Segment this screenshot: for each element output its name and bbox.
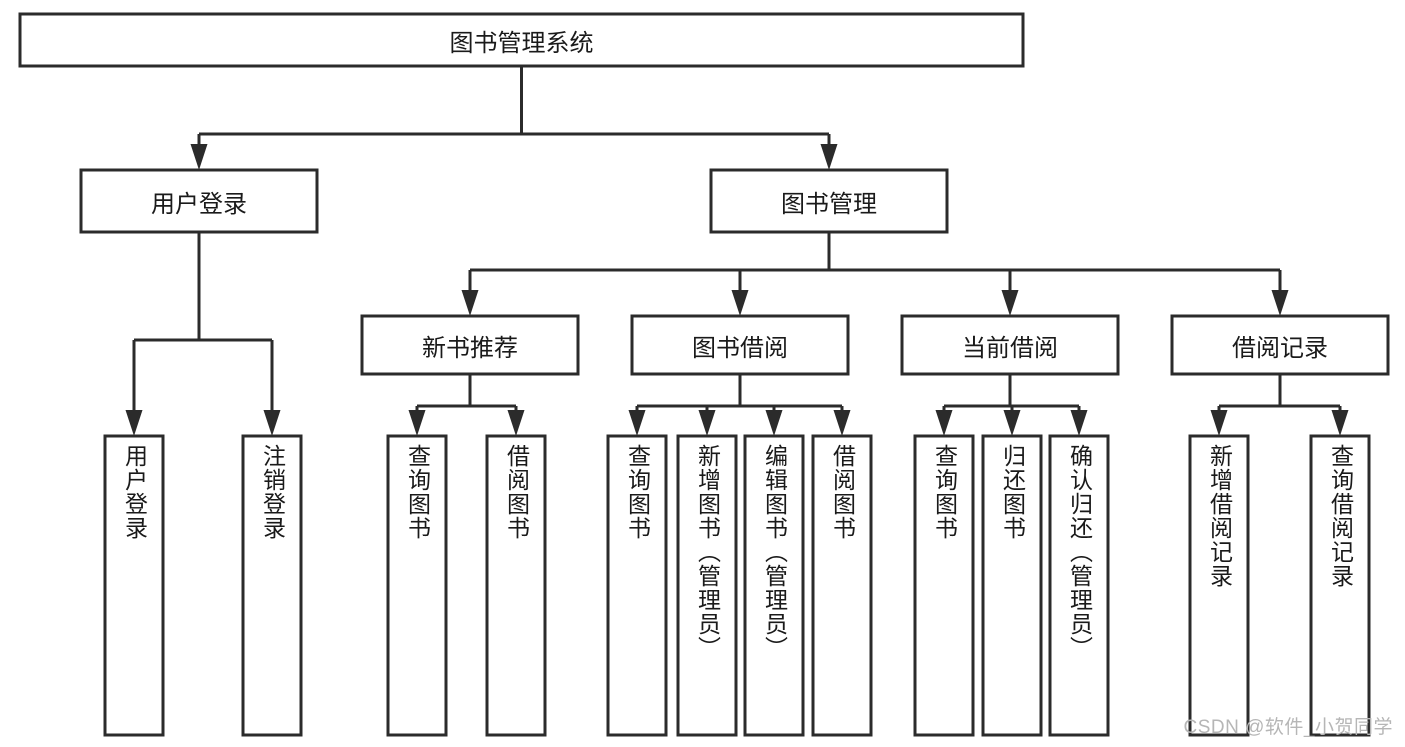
watermark-text: CSDN @软件_小贺同学 <box>1183 717 1393 738</box>
root-node-root[interactable] <box>18 12 1025 68</box>
edge-group-current-borrow <box>935 374 1088 436</box>
edge-group-user-login <box>125 232 281 436</box>
edges-layer <box>125 66 1349 436</box>
nodes-layer <box>18 12 1390 737</box>
leaf-node-leaf-query-book-2[interactable] <box>606 434 668 737</box>
leaf-node-leaf-query-book-1[interactable] <box>386 434 448 737</box>
leaf-node-leaf-borrow-book-2[interactable] <box>811 434 873 737</box>
edge-group-book-borrow <box>628 374 851 436</box>
leaf-node-leaf-logout[interactable] <box>241 434 303 737</box>
edge-group-root <box>190 66 838 170</box>
leaf-node-leaf-borrow-book-1[interactable] <box>485 434 547 737</box>
level2-node-user-login[interactable] <box>79 168 319 234</box>
leaf-node-leaf-edit-book[interactable] <box>743 434 805 737</box>
leaf-node-leaf-query-record[interactable] <box>1309 434 1371 737</box>
level3-node-new-book-rec[interactable] <box>360 314 580 376</box>
leaf-node-leaf-add-record[interactable] <box>1188 434 1250 737</box>
level2-node-book-manage[interactable] <box>709 168 949 234</box>
leaf-node-leaf-confirm-return[interactable] <box>1048 434 1110 737</box>
level3-node-current-borrow[interactable] <box>900 314 1120 376</box>
level3-node-book-borrow[interactable] <box>630 314 850 376</box>
edge-group-book-manage <box>461 232 1289 316</box>
edge-group-borrow-record <box>1210 374 1349 436</box>
leaf-node-leaf-query-book-3[interactable] <box>913 434 975 737</box>
level3-node-borrow-record[interactable] <box>1170 314 1390 376</box>
edge-group-new-book-rec <box>408 374 525 436</box>
leaf-node-leaf-user-login[interactable] <box>103 434 165 737</box>
leaf-node-leaf-return-book[interactable] <box>981 434 1043 737</box>
leaf-node-leaf-add-book[interactable] <box>676 434 738 737</box>
